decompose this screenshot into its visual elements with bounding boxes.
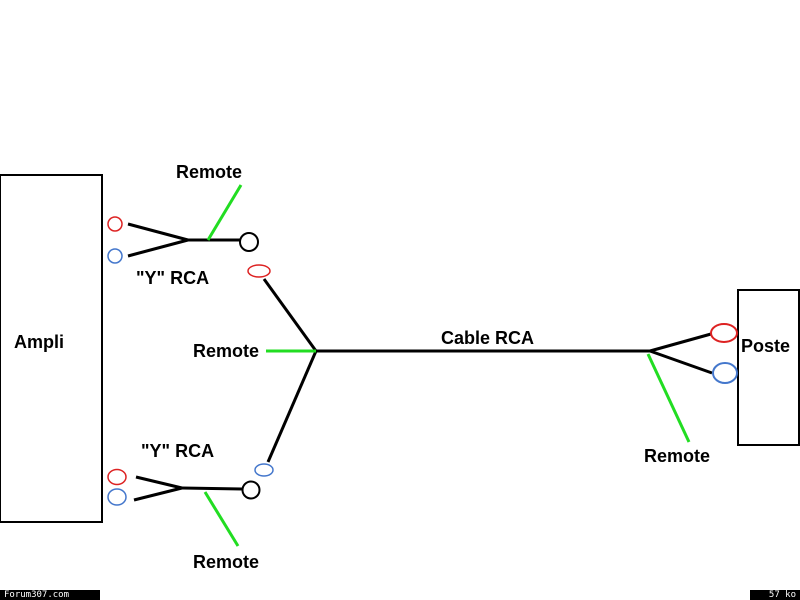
right-wire-red (649, 332, 712, 353)
top-y-rca-label: "Y" RCA (136, 268, 209, 288)
bottom-y-black-connector (241, 480, 261, 500)
right-remote-wire (646, 353, 691, 443)
bottom-y-rca-label: "Y" RCA (141, 441, 214, 461)
poste-label: Poste (741, 336, 790, 356)
right-blue-connector (712, 362, 738, 384)
footer-size: 57 ko (750, 590, 800, 600)
top-y-wire-red (127, 222, 189, 242)
top-remote-wire (206, 184, 243, 241)
middle-wire-red (262, 278, 318, 352)
middle-remote-label: Remote (193, 341, 259, 361)
bottom-y-wire-red (135, 475, 183, 490)
right-red-connector (710, 323, 738, 343)
bottom-y-wire-blue (133, 486, 183, 502)
top-y-red-connector (107, 216, 123, 232)
top-y-wire-blue (127, 238, 189, 258)
bottom-remote-label: Remote (193, 552, 259, 572)
ampli-label: Ampli (14, 332, 64, 352)
right-wire-blue (649, 349, 713, 375)
ampli-box (0, 174, 103, 523)
middle-red-connector (247, 264, 271, 278)
middle-wire-blue (266, 350, 318, 463)
cable-rca-label: Cable RCA (441, 328, 534, 348)
bottom-y-red-connector (107, 468, 127, 486)
bottom-remote-wire (203, 491, 240, 547)
top-y-blue-connector (107, 248, 123, 264)
bottom-y-blue-connector (107, 488, 127, 506)
top-y-black-connector (239, 232, 259, 252)
middle-blue-connector (254, 463, 274, 477)
top-remote-label: Remote (176, 162, 242, 182)
right-remote-label: Remote (644, 446, 710, 466)
footer-site: Forum307.com (0, 590, 100, 600)
bottom-y-wire-out (181, 486, 243, 491)
poste-box (737, 289, 800, 446)
